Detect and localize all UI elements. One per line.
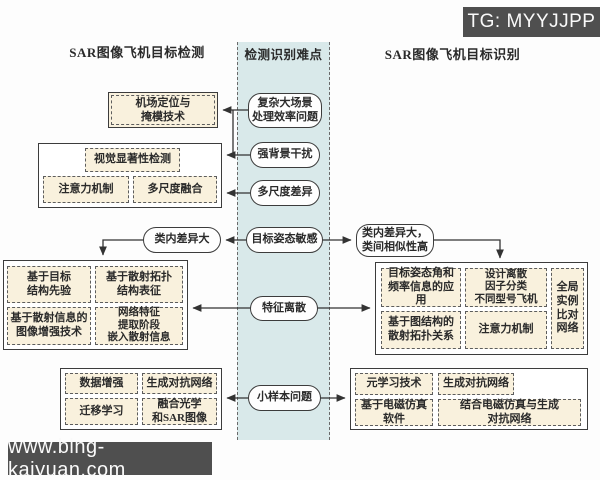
recognition-gan-box: 生成对抗网络 [438,373,514,395]
recognition-pose-freq-box: 目标姿态角和 频率信息的应用 [381,267,461,307]
detection-optical-sar-fusion-box: 融合光学 和SAR图像 [142,398,217,425]
detection-target-prior-box: 基于目标 结构先验 [7,266,91,303]
recognition-em-simulation-box: 基于电磁仿真 软件 [355,399,433,426]
difficulty-complex-scene-pill: 复杂大场景 处理效率问题 [248,93,322,128]
recognition-meta-learning-box: 元学习技术 [355,373,433,395]
detection-airport-label: 机场定位与 掩模技术 [111,95,215,125]
watermark-bottom: www.bing-kaiyuan.com [8,436,212,480]
difficulty-multiscale-pill: 多尺度差异 [250,180,320,206]
difficulty-column-title: 检测识别难点 [244,48,323,62]
recognition-discrete-factor-box: 设计离散 因子分类 不同型号飞机 [465,268,547,307]
detection-scatter-enhance-box: 基于散射信息的 图像增强技术 [7,307,91,345]
difficulty-feature-discrete-pill: 特征离散 [250,296,318,321]
recognition-global-instance-box: 全局 实例 比对 网络 [551,268,584,349]
recognition-attention-box: 注意力机制 [465,311,547,349]
recognition-intra-inter-pill: 类内差异大， 类间相似性高 [356,224,434,257]
detection-column-title: SAR图像飞机目标检测 [69,45,205,60]
detection-saliency-box: 视觉显著性检测 [85,148,180,172]
difficulty-few-sample-pill: 小样本问题 [248,385,321,411]
recognition-column-title: SAR图像飞机目标识别 [384,47,521,62]
recognition-graph-topology-box: 基于图结构的 散射拓扑关系 [381,311,461,349]
detection-gan-box: 生成对抗网络 [142,373,217,394]
difficulty-strong-background-pill: 强背景干扰 [250,142,320,168]
detection-multiscale-fusion-box: 多尺度融合 [133,176,217,203]
detection-attention-box: 注意力机制 [43,176,129,203]
detection-network-embed-box: 网络特征 提取阶段 嵌入散射信息 [95,307,183,345]
watermark-top: TG: MYYJJPP [463,7,600,37]
recognition-em-gan-box: 结合电磁仿真与生成 对抗网络 [438,399,581,426]
detection-airport-box: 机场定位与 掩模技术 [108,92,218,128]
detection-intra-class-pill: 类内差异大 [143,227,221,253]
detection-data-augment-box: 数据增强 [65,373,138,394]
detection-scatter-topology-box: 基于散射拓扑 结构表征 [95,266,183,303]
difficulty-pose-sensitive-pill: 目标姿态敏感 [246,227,323,253]
detection-transfer-learning-box: 迁移学习 [65,398,138,425]
